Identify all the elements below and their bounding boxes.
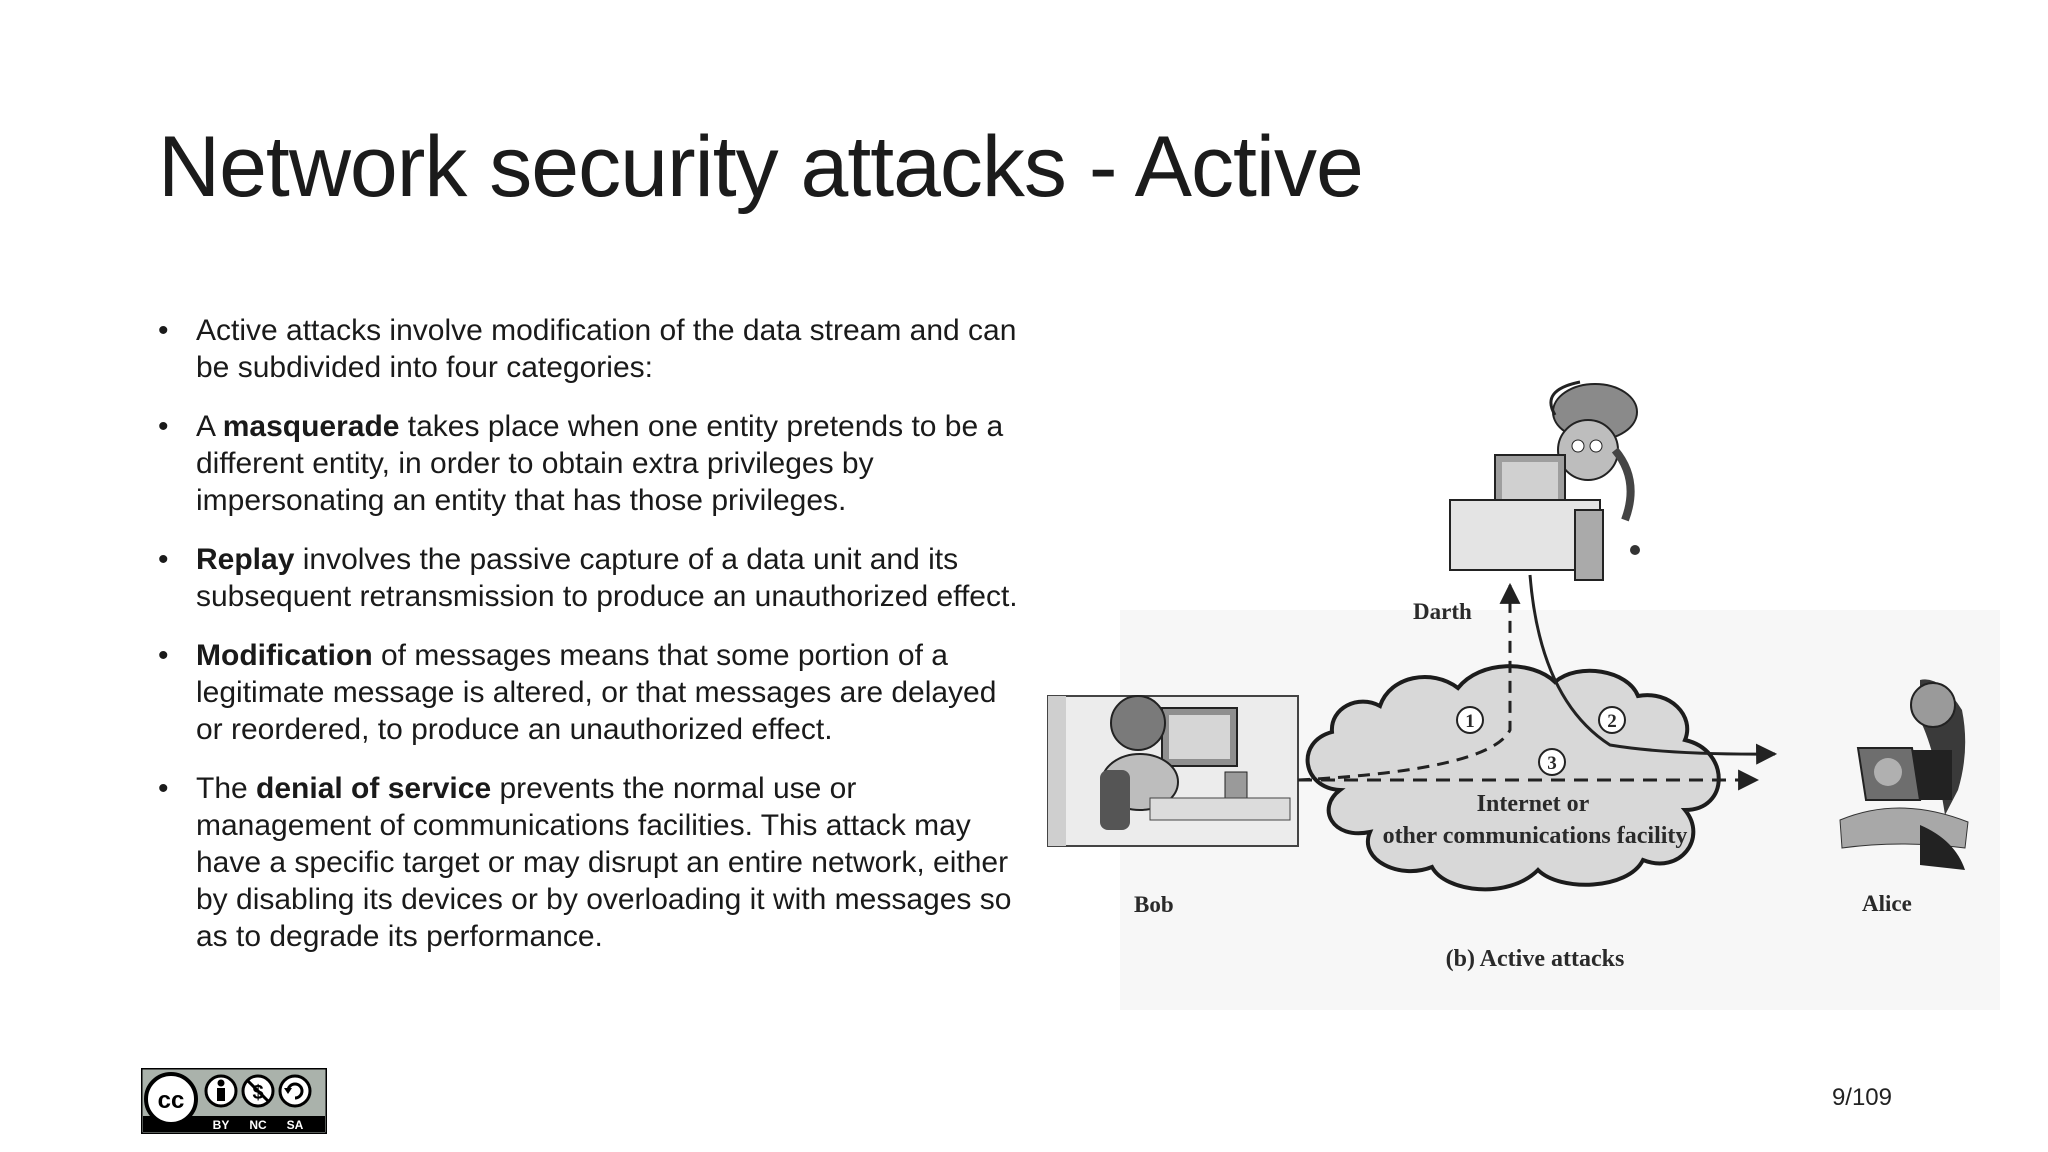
darth-label: Darth (1413, 599, 1472, 624)
bullet-item: Modification of messages means that some… (158, 637, 1018, 748)
attack-diagram: Darth Bob Alice Internet or o (1047, 380, 2000, 1010)
nc-text: NC (249, 1118, 267, 1132)
active-attacks-figure: Darth Bob Alice Internet or o (1040, 370, 2000, 1010)
bullet-text: A (196, 410, 223, 443)
bullet-item: Active attacks involve modification of t… (158, 312, 1018, 386)
marker-1: 1 (1456, 706, 1484, 734)
by-text: BY (213, 1118, 230, 1132)
bullet-text: takes place when one entity pretends to … (196, 410, 1004, 517)
page-number: 9/109 (1831, 1084, 1892, 1111)
slide-title: Network security attacks - Active (158, 119, 1364, 215)
marker-2: 2 (1598, 706, 1626, 734)
bullet-term: masquerade (222, 410, 400, 443)
bob-label: Bob (1134, 892, 1174, 917)
bullet-item: The denial of service prevents the norma… (158, 770, 1018, 955)
bullet-item: Replay involves the passive capture of a… (158, 541, 1018, 615)
cc-text: cc (158, 1087, 185, 1114)
svg-text:2: 2 (1607, 711, 1617, 732)
cloud-label-line2: other communications facility (1383, 823, 1688, 849)
marker-3: 3 (1538, 748, 1566, 776)
bullet-text: prevents the normal use or management of… (196, 772, 1012, 953)
cc-license-badge: cc $ BY NC SA (139, 1066, 329, 1136)
bullet-term: Modification (196, 639, 373, 672)
figure-caption: (b) Active attacks (1446, 946, 1625, 972)
path-2-arrow (1528, 574, 1778, 765)
bullet-text: The (196, 772, 257, 805)
sa-share-icon (278, 1074, 312, 1108)
svg-text:1: 1 (1465, 711, 1475, 732)
bullet-text: of messages means that some portion of a… (196, 639, 997, 746)
bullet-list: Active attacks involve modification of t… (158, 312, 1018, 977)
path-1-arrow (1297, 582, 1521, 782)
cc-icon (144, 1072, 198, 1126)
bullet-term: Replay (196, 543, 295, 576)
darth-illustration (1449, 380, 1640, 581)
alice-illustration (1839, 679, 1969, 870)
sa-text: SA (287, 1118, 304, 1132)
cloud-label-line1: Internet or (1477, 791, 1590, 817)
alice-label: Alice (1862, 891, 1912, 916)
bullet-term: denial of service (256, 772, 492, 805)
svg-text:3: 3 (1547, 753, 1557, 774)
bullet-text: Active attacks involve modification of t… (196, 314, 1017, 384)
bullet-text: involves the passive capture of a data u… (196, 543, 1018, 613)
bob-illustration (1047, 695, 1299, 847)
bullet-item: A masquerade takes place when one entity… (158, 408, 1018, 519)
